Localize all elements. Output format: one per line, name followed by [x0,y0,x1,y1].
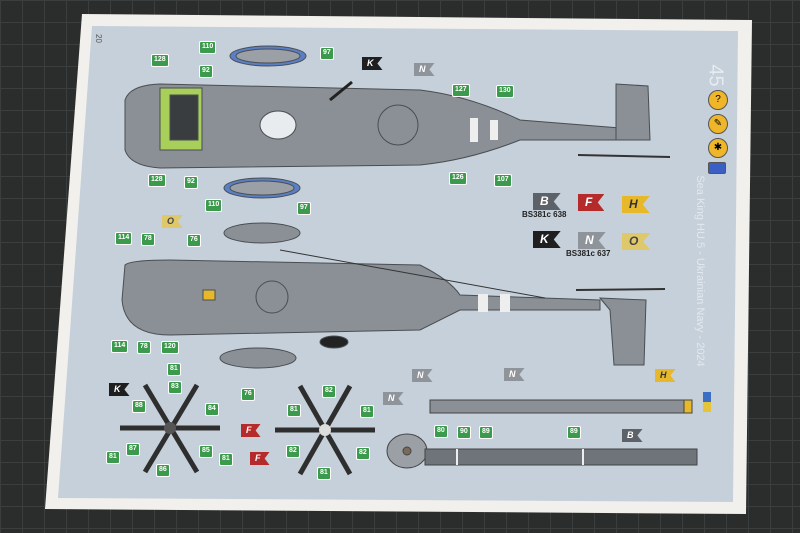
part-tag: 92 [199,65,213,78]
part-tag: 86 [156,464,170,477]
top-view-helicopter [124,45,671,199]
color-ref-N: BS381c 637 [566,249,611,258]
flag-O: O [162,215,184,228]
flag-H: H [622,196,650,213]
part-tag: 81 [219,453,233,466]
paint-icon: ✎ [708,114,728,134]
flag-K: K [533,231,561,248]
part-tag: 89 [479,426,493,439]
main-rotor-bottom [275,384,375,476]
glue-icon: ? [708,90,728,110]
scheme-title: Sea King HU.5 - Ukrainian Navy - 2024 [694,175,706,367]
decal-icon: ✱ [708,138,728,158]
flag-B: B [533,193,561,210]
part-tag: 126 [449,172,467,185]
flag-F: F [578,194,605,211]
part-tag: 114 [111,340,129,353]
flag-H: H [655,369,676,382]
paint-set-icon [708,162,726,174]
part-tag: 78 [137,341,151,354]
part-tag: 81 [317,467,331,480]
part-tag: 120 [161,341,179,354]
part-tag: 107 [494,174,512,187]
part-tag: 81 [167,363,181,376]
part-tag: 78 [141,233,155,246]
part-tag: 84 [205,403,219,416]
side-view-helicopter [121,222,666,369]
part-tag: 89 [567,426,581,439]
part-tag: 82 [322,385,336,398]
flag-O: O [622,233,651,250]
flag-N: N [383,392,404,405]
part-tag: 114 [115,232,133,245]
flag-N: N [504,368,525,381]
part-tag: 90 [457,426,471,439]
part-tag: 82 [286,445,300,458]
part-tag: 92 [184,176,198,189]
flag-F: F [241,424,261,437]
part-tag: 85 [199,445,213,458]
part-tag: 110 [205,199,223,212]
part-tag: 87 [126,443,140,456]
part-tag: 81 [287,404,301,417]
part-tag: 97 [297,202,311,215]
flag-N: N [578,232,606,249]
part-tag: 128 [148,174,166,187]
page-number: 20 [93,34,103,43]
ukraine-flag-blue [703,392,711,402]
main-rotor-top [120,383,220,474]
part-tag: 130 [496,85,514,98]
part-tag: 76 [241,388,255,401]
part-tag: 97 [320,47,334,60]
part-tag: 128 [151,54,169,67]
flag-K: K [362,57,383,70]
flag-K: K [109,383,130,396]
set-number: 45 [704,64,727,87]
part-tag: 81 [360,405,374,418]
rotor-blades [386,399,698,469]
part-tag: 83 [168,381,182,394]
part-tag: 81 [106,451,120,464]
flag-N: N [412,369,433,382]
flag-N: N [414,63,435,76]
part-tag: 127 [452,84,470,97]
part-tag: 82 [356,447,370,460]
color-ref-B: BS381c 638 [522,210,567,219]
part-tag: 88 [132,400,146,413]
part-tag: 110 [199,41,217,54]
flag-F: F [250,452,270,465]
part-tag: 80 [434,425,448,438]
flag-B: B [622,429,643,442]
part-tag: 76 [187,234,201,247]
